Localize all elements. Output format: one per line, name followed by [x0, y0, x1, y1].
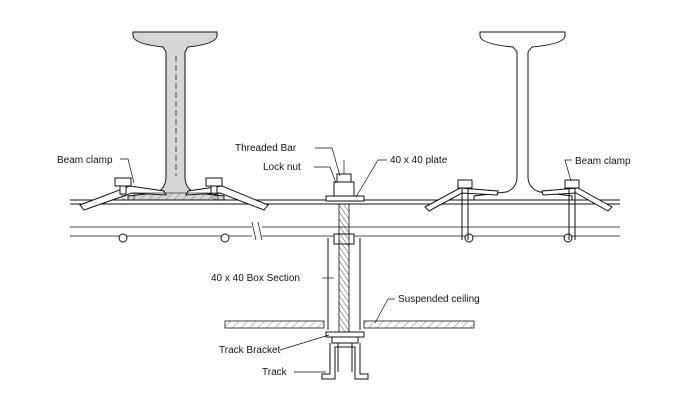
track-assembly: [321, 331, 369, 380]
plate-and-lock-nut: [325, 160, 365, 202]
box-section-label: 40 x 40 Box Section: [211, 273, 300, 284]
right-i-beam: [473, 31, 573, 201]
lock-nut-label: Lock nut: [263, 162, 301, 173]
left-beam-clamp: [79, 177, 269, 211]
track-bracket-label: Track Bracket: [219, 345, 281, 356]
threaded-bar-label: Threaded Bar: [235, 143, 297, 154]
beam-clamp-left-label: Beam clamp: [57, 155, 113, 166]
right-beam-clamp: [424, 179, 613, 240]
plate-label: 40 x 40 plate: [390, 155, 448, 166]
beam-clamp-right-label: Beam clamp: [575, 156, 631, 167]
suspended-ceiling: [224, 320, 475, 329]
box-section: [327, 203, 361, 333]
suspended-ceiling-label: Suspended ceiling: [398, 294, 480, 305]
leader-lines: [120, 147, 572, 373]
track-label: Track: [262, 367, 288, 378]
left-i-beam: [127, 31, 225, 201]
